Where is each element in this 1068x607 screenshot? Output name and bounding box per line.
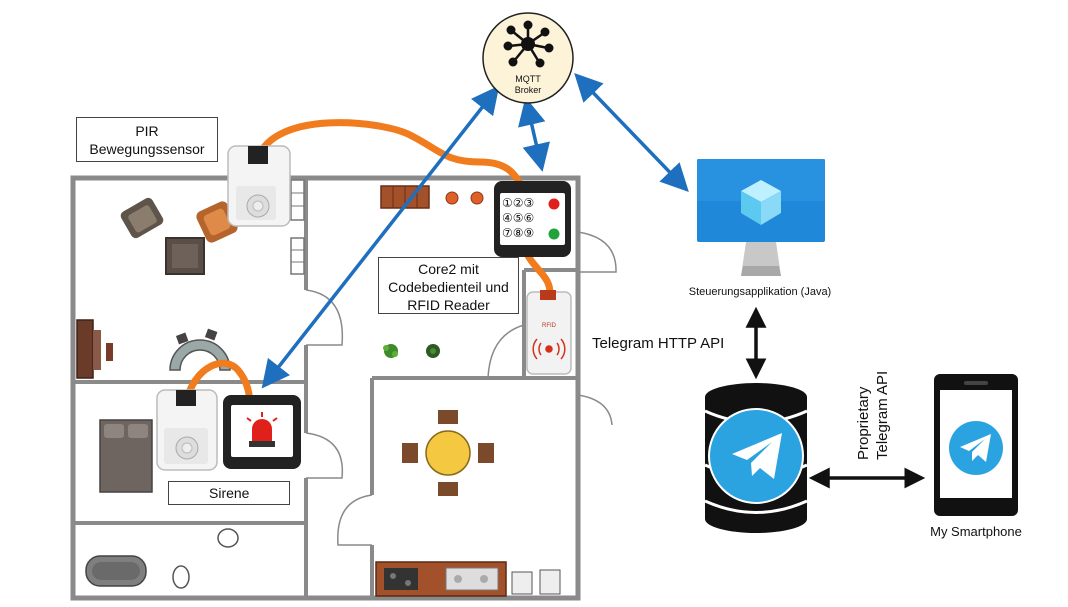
telegram-http-label: Telegram HTTP API: [592, 335, 724, 352]
siren-label: Sirene: [209, 485, 250, 501]
paper-plane-icon: [960, 434, 991, 462]
black-connections: [745, 306, 926, 489]
monitor-icon: [697, 159, 825, 276]
rfid-reader-device: RFID: [526, 290, 572, 375]
proprietary-label-line1: Proprietary: [855, 386, 872, 460]
round-table-icon: [169, 339, 231, 371]
green-led-icon: [548, 228, 560, 240]
cabinet-icon: [76, 319, 94, 379]
proprietary-label-line2: Telegram API: [874, 371, 891, 460]
pir-label-line1: PIR: [135, 123, 159, 139]
appliance-icon: [511, 571, 533, 595]
broker-label-line1: MQTT: [515, 74, 541, 84]
core2-label-box: Core2 mit Codebedienteil und RFID Reader: [378, 257, 519, 314]
rfid-wave-icon: [532, 338, 566, 360]
keypad-row-1: ①②③: [502, 196, 534, 210]
connections: [261, 72, 689, 389]
pir-label-line2: Bewegungssensor: [89, 141, 205, 157]
shelf-icon: [290, 179, 305, 221]
broker-label-line2: Broker: [515, 85, 542, 95]
siren-label-box: Sirene: [168, 481, 290, 505]
telegram-server-icon: [704, 383, 808, 533]
paper-plane-icon: [732, 433, 782, 479]
furniture: [76, 179, 561, 597]
smartphone-label: My Smartphone: [930, 524, 1022, 539]
rfid-label: RFID: [542, 323, 557, 329]
arrow-broker-siren: [261, 85, 500, 389]
pir-sensor-device-2: [156, 389, 218, 471]
armchair-icon: [120, 197, 164, 239]
pir-label-box: PIR Bewegungssensor: [76, 117, 218, 162]
siren-device: [223, 395, 301, 469]
arrow-broker-app: [574, 72, 689, 193]
toilet-icon: [172, 565, 190, 589]
core2-keypad-device: ①②③ ④⑤⑥ ⑦⑧⑨: [494, 181, 571, 257]
pir-sensor-device: [227, 145, 291, 227]
dining-table-icon: [425, 430, 471, 476]
siren-icon: [246, 412, 278, 447]
red-led-icon: [548, 198, 560, 210]
sink-icon: [217, 528, 239, 548]
smartphone-icon: [934, 374, 1018, 516]
cube-icon: [741, 180, 781, 225]
shelf-icon: [290, 237, 305, 275]
keypad-row-2: ④⑤⑥: [502, 211, 534, 225]
app-label: Steuerungsapplikation (Java): [689, 286, 831, 298]
core2-label-line3: RFID Reader: [407, 297, 490, 313]
stool-icon: [445, 191, 459, 205]
mqtt-broker: MQTT Broker: [482, 12, 574, 104]
stool-icon: [470, 191, 484, 205]
core2-label-line1: Core2 mit: [418, 261, 479, 277]
core2-label-line2: Codebedienteil und: [388, 279, 509, 295]
keypad-row-3: ⑦⑧⑨: [502, 226, 534, 240]
arrow-broker-core2: [518, 97, 550, 172]
